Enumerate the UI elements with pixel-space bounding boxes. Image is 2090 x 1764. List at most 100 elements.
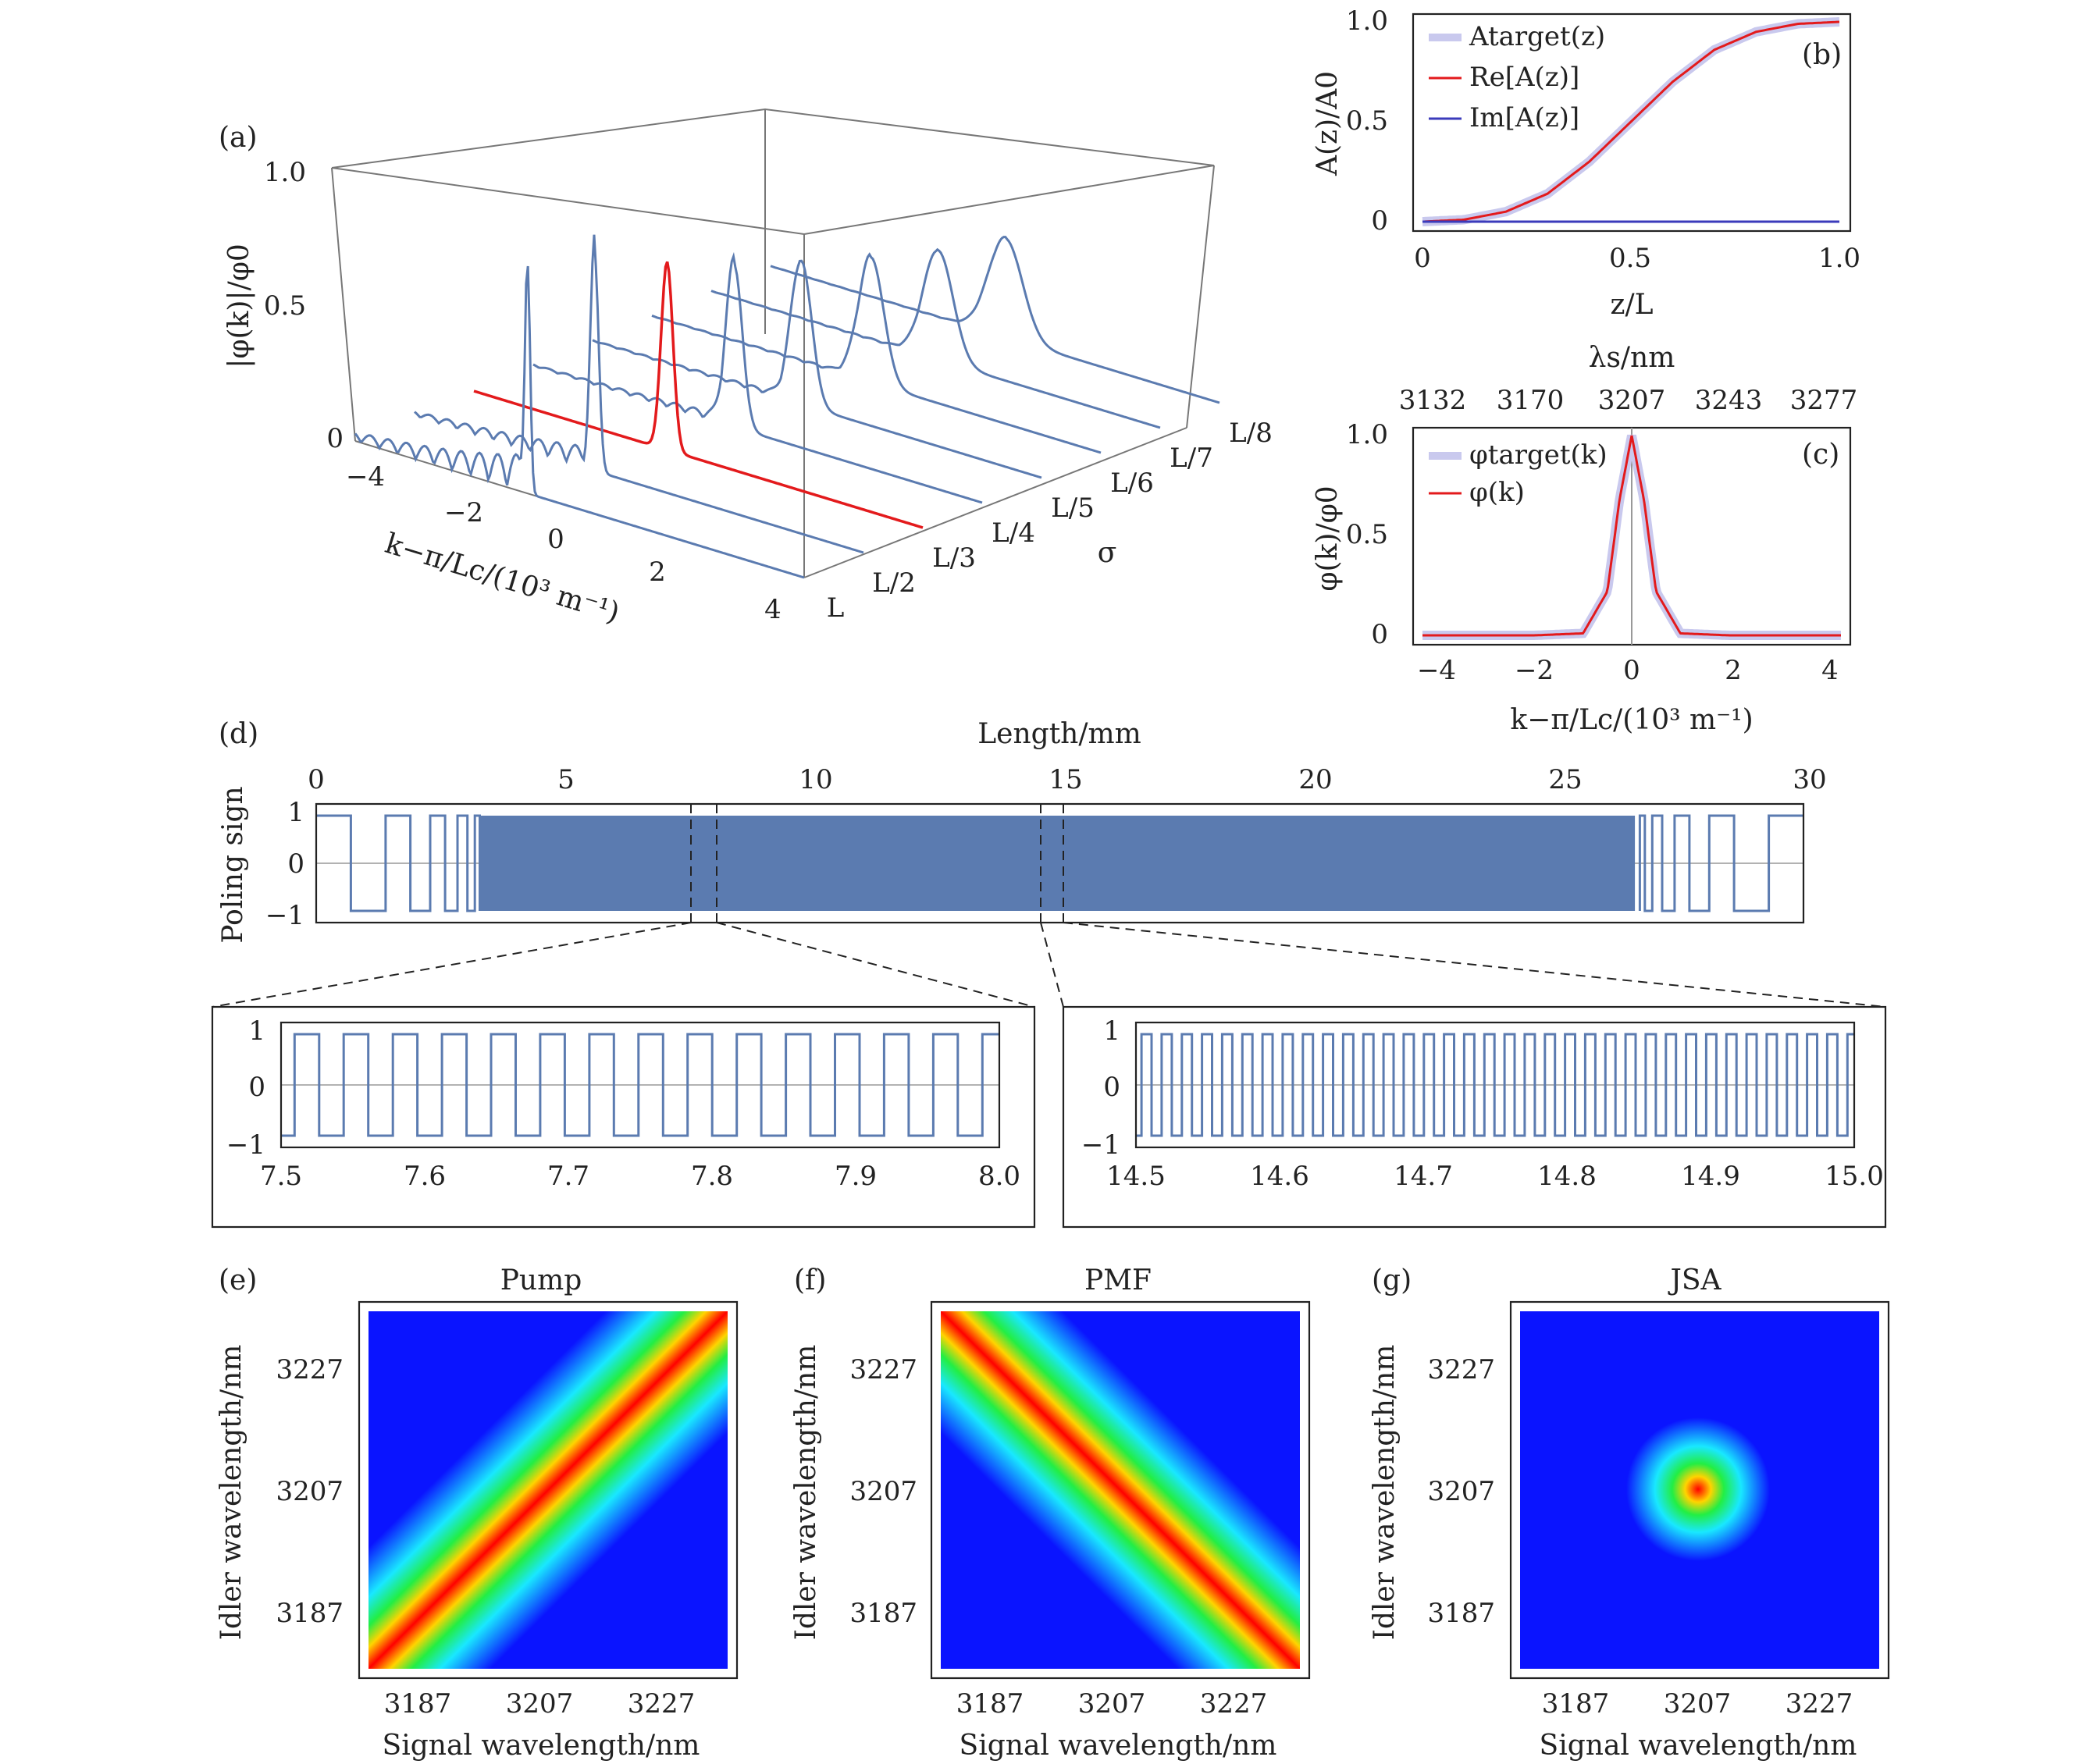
panel-d-label: (d): [219, 718, 258, 750]
z-tick-0: 0: [326, 423, 344, 454]
legend-c-phi: φ(k): [1469, 477, 1525, 508]
box-top-right: [803, 165, 1215, 235]
c-toptick-3: 3207: [1598, 385, 1666, 416]
panel-c-x-ticks: −4 −2 0 2 4: [1417, 655, 1839, 686]
e-y-label: Idler wavelength/nm: [215, 1345, 247, 1641]
panel-c-top-ticks: 3132 3170 3207 3243 3277: [1399, 385, 1858, 416]
sigma-tick-L5: L/5: [1051, 493, 1095, 524]
z-tick-05: 0.5: [264, 290, 306, 322]
g-xtick-3227: 3227: [1786, 1688, 1853, 1720]
waterfall-curve-L: [354, 265, 805, 579]
e-xtick-3207: 3207: [506, 1688, 574, 1720]
panel-b-amplitude: (b) 1.0 0.5 0 0 0.5 1.0 z/L A(z)/A0 Atar…: [1312, 5, 1860, 321]
sigma-tick-L8: L/8: [1229, 418, 1273, 449]
waterfall-curve-L-3: [473, 261, 924, 529]
b-ytick-0: 0: [1371, 205, 1388, 237]
panel-b-plot: [1422, 17, 1840, 226]
inset-2-plot: [1136, 1033, 1854, 1137]
f-ytick-3187: 3187: [849, 1598, 917, 1629]
d-toptick-15: 15: [1049, 764, 1082, 795]
f-ytick-3207: 3207: [849, 1476, 917, 1507]
d-toptick-20: 20: [1298, 764, 1332, 795]
z-axis-label: |φ(k)|/φ0: [223, 244, 255, 368]
legend-c-target: φtarget(k): [1469, 439, 1608, 471]
b-xtick-0: 0: [1414, 243, 1431, 274]
panel-e-label: (e): [219, 1264, 257, 1296]
legend-b-re: Re[A(z)]: [1469, 62, 1579, 93]
sigma-tick-L6: L/6: [1110, 468, 1154, 499]
k-tick-m2: −2: [444, 497, 483, 528]
c-xtick-m2: −2: [1515, 655, 1554, 686]
b-y-label: A(z)/A0: [1312, 71, 1344, 176]
d-toptick-0: 0: [308, 764, 325, 795]
zoom2-connector-left: [1040, 922, 1064, 1008]
inset-1-x-ticks: 7.5 7.6 7.7 7.8 7.9 8.0: [260, 1161, 1020, 1192]
sigma-tick-L: L: [827, 592, 845, 624]
g-frame: [1509, 1300, 1890, 1680]
panel-b-x-ticks: 0 0.5 1.0: [1414, 243, 1860, 274]
f-heatmap: [941, 1311, 1300, 1669]
panel-e-pump: (e) Pump 3227 3207 3187 3187 3207 3227 S…: [215, 1264, 739, 1762]
c-xtick-0: 0: [1623, 655, 1640, 686]
sigma-tick-L2: L/2: [872, 567, 916, 599]
e-ytick-3207: 3207: [276, 1476, 344, 1507]
inset-square-wave: [1136, 1033, 1854, 1137]
d-toptick-5: 5: [557, 764, 575, 795]
f-frame: [930, 1300, 1311, 1680]
c-toptick-4: 3243: [1695, 385, 1763, 416]
f-xtick-3187: 3187: [956, 1688, 1024, 1720]
g-ytick-3187: 3187: [1427, 1598, 1495, 1629]
panel-b-label: (b): [1802, 39, 1842, 71]
c-series-phi: [1422, 435, 1841, 637]
inset2-xtick-4: 14.9: [1681, 1161, 1740, 1192]
c-xtick-4: 4: [1821, 655, 1839, 686]
e-title: Pump: [500, 1264, 582, 1296]
panel-c-label: (c): [1802, 439, 1839, 471]
inset2-xtick-3: 14.8: [1537, 1161, 1597, 1192]
sigma-axis-label: σ: [1098, 537, 1117, 569]
panel-b-legend: Atarget(z) Re[A(z)] Im[A(z)]: [1429, 21, 1605, 133]
inset1-ytick-1: 1: [248, 1015, 265, 1047]
zoom1-connector-right: [716, 922, 1035, 1008]
waterfall-curve-L-7: [710, 247, 1161, 429]
panel-d-y-ticks: 1 0 −1: [265, 797, 304, 931]
c-toptick-1: 3132: [1399, 385, 1467, 416]
d-ytick-0: 0: [287, 848, 304, 880]
c-toptick-2: 3170: [1497, 385, 1565, 416]
f-y-label: Idler wavelength/nm: [790, 1345, 822, 1641]
panel-c-legend: φtarget(k) φ(k): [1429, 439, 1608, 508]
g-ytick-3207: 3207: [1427, 1476, 1495, 1507]
e-xtick-3227: 3227: [628, 1688, 696, 1720]
d-right-domains: [1638, 814, 1803, 912]
inset1-xtick-0: 7.5: [260, 1161, 302, 1192]
inset1-ytick-m1: −1: [226, 1129, 265, 1161]
waterfall-curves: [354, 234, 1220, 579]
zoom-connectors: [212, 804, 1886, 1008]
panel-d-top-ticks: 0 5 10 15 20 25 30: [308, 764, 1826, 795]
box-left-edge: [331, 167, 356, 442]
e-ytick-3227: 3227: [276, 1354, 344, 1385]
g-heatmap-spot: [1626, 1417, 1770, 1561]
panel-a-3d-waterfall: (a) 1.0 0.5 0 |φ(k)|/φ0 −4 −2 0 2 4 k−π/…: [219, 108, 1273, 629]
d-dense-domains: [479, 816, 1636, 911]
waterfall-curve-L-5: [592, 259, 1042, 479]
box-top-front: [331, 167, 805, 235]
e-xtick-3187: 3187: [384, 1688, 452, 1720]
waterfall-curve-L-6: [651, 252, 1102, 454]
b-x-label: z/L: [1610, 289, 1653, 321]
k-tick-0: 0: [547, 524, 564, 555]
d-ytick-m1: −1: [265, 900, 304, 931]
inset1-xtick-3: 7.8: [691, 1161, 733, 1192]
inset2-xtick-0: 14.5: [1106, 1161, 1166, 1192]
d-left-domains: [316, 814, 481, 912]
k-axis-label: k−π/Lc/(10³ m⁻¹): [382, 528, 624, 629]
e-frame: [358, 1300, 739, 1680]
f-ytick-3227: 3227: [849, 1354, 917, 1385]
inset-2-x-ticks: 14.5 14.6 14.7 14.8 14.9 15.0: [1106, 1161, 1884, 1192]
sigma-axis: L L/2 L/3 L/4 L/5 L/6 L/7 L/8 σ: [827, 418, 1273, 624]
sigma-tick-L7: L/7: [1170, 443, 1213, 474]
inset2-ytick-0: 0: [1103, 1072, 1120, 1103]
panel-c-y-ticks: 1.0 0.5 0: [1346, 419, 1388, 650]
d-ytick-1: 1: [287, 797, 304, 828]
